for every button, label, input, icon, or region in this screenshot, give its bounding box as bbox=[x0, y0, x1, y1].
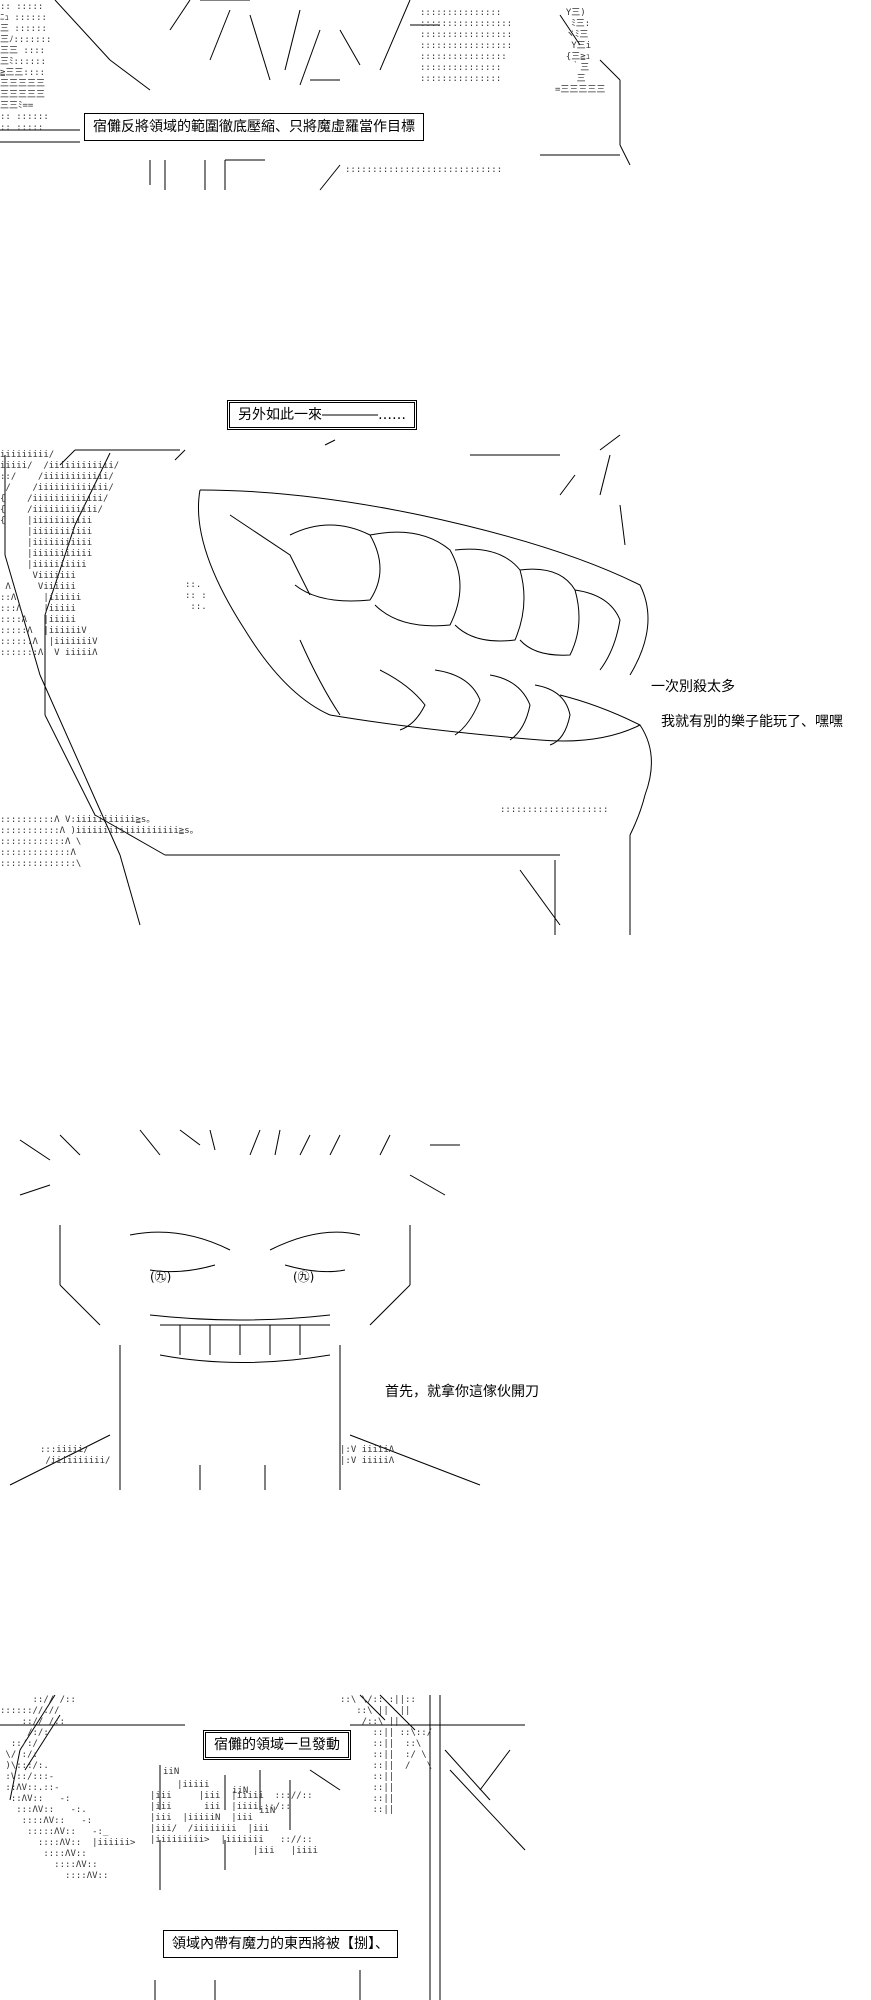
panel-2-speech-line-1: 一次別殺太多 bbox=[651, 679, 735, 695]
panel-1-dot-shading-mid: ::::::::::::::: ::::::::::::::::: ::::::… bbox=[420, 8, 513, 84]
panel-4-dot-shading-center: |iiiii |iii |iii |iiiii ::://:: |iii iii… bbox=[150, 1780, 318, 1856]
panel-3-dot-shading-left: :::iiiii/ /iiiiiiiiii/ bbox=[40, 1445, 111, 1466]
panel-3-mark-left: (㊈) bbox=[150, 1270, 172, 1284]
panel-2-ascii-art bbox=[4, 434, 652, 935]
panel-2-speech-line-2: 我就有別的樂子能玩了、嘿嘿 bbox=[661, 714, 843, 730]
panel-4-dot-shading-left: ::// /:: :::::://:// ::// /:: /:/: ::/:/… bbox=[0, 1695, 136, 1881]
panel-1-dot-shading-bottom: ::::::::::::::::::::::::::::: bbox=[345, 165, 503, 175]
panel-4-caption-1: 宿儺的領域一旦發動 bbox=[203, 1730, 351, 1760]
panel-3-ascii-art bbox=[9, 1129, 481, 1490]
panel-4-caption-2: 領域內帶有魔力的東西將被【捌】、 bbox=[163, 1930, 398, 1958]
panel-4-tag-3: iiN bbox=[259, 1806, 276, 1816]
panel-2-caption: 另外如此一來――――…… bbox=[227, 400, 417, 430]
panel-1: :: ::::: ﾆｭ :::::: 三 :::::: 三ﾉ::::::: 三三… bbox=[0, 0, 871, 200]
panel-4: ::// /:: :::::://:// ::// /:: /:/: ::/:/… bbox=[0, 1690, 871, 2000]
panel-2: iiiiiiiii/ iiiii/ /iiiiiiiiiiii/ ::/ /ii… bbox=[0, 395, 871, 935]
panel-2-dot-shading-lower: ::::::::::Λ V:iiiiiiiiiii≧s。 :::::::::::… bbox=[0, 815, 199, 869]
panel-1-ascii-art bbox=[0, 0, 631, 191]
panel-3: :::iiiii/ /iiiiiiiiii/ |:V iiiiiΛ |:V ii… bbox=[0, 1125, 871, 1500]
panel-2-dot-shading-hair: iiiiiiiii/ iiiii/ /iiiiiiiiiiii/ ::/ /ii… bbox=[0, 450, 120, 658]
panel-1-dot-shading-left: :: ::::: ﾆｭ :::::: 三 :::::: 三ﾉ::::::: 三三… bbox=[0, 2, 52, 133]
panel-2-dot-shading-teeth: ::. :: : ::. bbox=[185, 580, 207, 612]
panel-4-ascii-art bbox=[0, 1694, 526, 2000]
panel-2-dot-shading-right: :::::::::::::::::::: bbox=[500, 805, 609, 815]
panel-4-dot-shading-right: ::\ \/:: :||:: ::\ || || /::\ || ::|| ::… bbox=[340, 1695, 433, 1815]
panel-4-tag-2: iiN bbox=[232, 1786, 249, 1796]
panel-1-dot-shading-right: Y三) ﾐ三: ヾﾐ三 Y三i {三≧ｭ ｀三 三 =三三三三三 bbox=[555, 8, 606, 95]
panel-3-speech-line-1: 首先，就拿你這傢伙開刀 bbox=[385, 1384, 539, 1400]
panel-1-caption: 宿儺反將領域的範圍徹底壓縮、只將魔虛羅當作目標 bbox=[84, 113, 424, 141]
panel-3-mark-right: (㊈) bbox=[293, 1270, 315, 1284]
panel-4-tag-1: iiN bbox=[163, 1767, 180, 1777]
panel-3-dot-shading-right: |:V iiiiiΛ |:V iiiiiΛ bbox=[340, 1445, 395, 1466]
